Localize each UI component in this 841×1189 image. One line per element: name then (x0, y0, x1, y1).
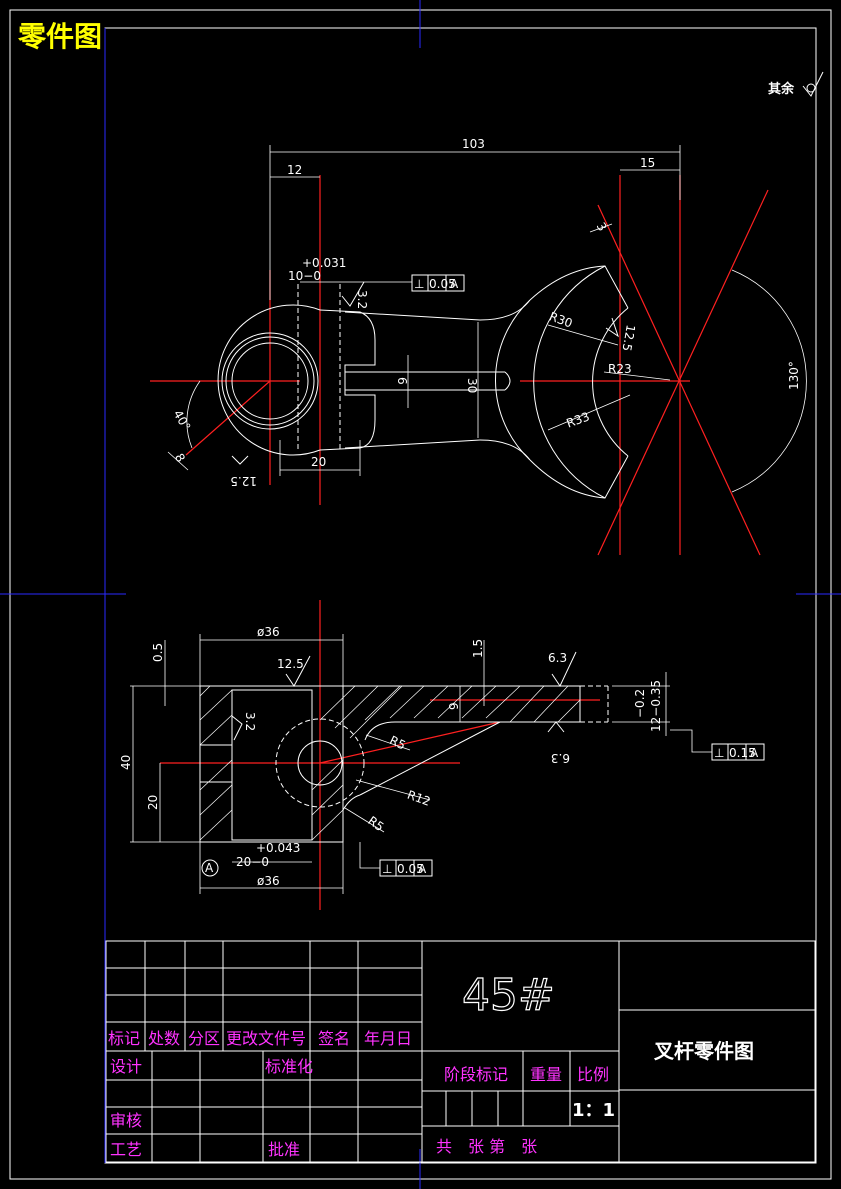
tol-side-b: 12−0.35 (649, 680, 663, 732)
hdr-ratio: 比例 (577, 1065, 609, 1084)
angle-130: 130° (787, 361, 801, 390)
rough-125-hub: 12.5 (230, 474, 257, 488)
roughness-note: 其余 (768, 81, 795, 97)
dim-12: 12 (287, 163, 302, 177)
gtol1-value: 0.15 (729, 746, 756, 760)
dim-30: 30 (465, 378, 479, 393)
dim-r30: R30 (547, 309, 574, 330)
rough-63-top: 6.3 (548, 651, 567, 665)
hdr-change-doc: 更改文件号 (226, 1029, 306, 1048)
hdr-sheets: 共 张 第 张 (436, 1137, 537, 1156)
gtol2-symbol: ⊥ (382, 862, 392, 876)
gtol1-symbol: ⊥ (714, 746, 724, 760)
gtol1-ref: A (750, 746, 759, 760)
page-title: 零件图 (18, 20, 102, 53)
hdr-zone: 分区 (188, 1029, 220, 1048)
tol-base-top: 10−0 (288, 269, 321, 283)
dim-6: 6 (395, 377, 409, 385)
scale-value: 1：1 (572, 1100, 615, 1121)
dim-r23: R23 (608, 362, 632, 376)
gtol-ref-top: A (450, 277, 459, 291)
gtol2-value: 0.05 (397, 862, 424, 876)
rough-32-bottom: 3.2 (243, 712, 257, 731)
gtol-value-top: 0.05 (429, 277, 456, 291)
rough-32-top: 3.2 (355, 290, 369, 309)
angle-40: 40° (171, 408, 194, 433)
dim-r12: R12 (405, 788, 432, 809)
dim-15: 15 (640, 156, 655, 170)
rough-125-fork: 12.5 (619, 324, 637, 353)
dim-20-top: 20 (311, 455, 326, 469)
material-label: 45# (462, 970, 555, 1021)
hdr-approve: 批准 (268, 1140, 300, 1159)
dim-r5-lower: R5 (365, 814, 386, 835)
tol-base-bottom: 20−0 (236, 855, 269, 869)
rough-125-bottom: 12.5 (277, 657, 304, 671)
dim-3: 3 (594, 220, 610, 234)
dim-r5-upper: R5 (387, 733, 407, 752)
gtol-symbol-top: ⊥ (414, 277, 424, 291)
dim-20-side: 20 (146, 795, 160, 810)
dim-05: 0.5 (151, 643, 165, 662)
dim-40: 40 (119, 755, 133, 770)
section-view: ø36 ø36 0.5 40 20 1.5 9 12.5 6.3 6.3 3.2… (119, 600, 765, 910)
roughness-symbol-icon (802, 71, 824, 97)
hdr-weight: 重量 (530, 1065, 562, 1084)
tol-side-a: −0.2 (633, 689, 647, 718)
hdr-stage: 阶段标记 (444, 1065, 508, 1084)
hdr-signature: 签名 (318, 1029, 350, 1048)
hdr-date: 年月日 (364, 1029, 412, 1048)
drawing-name: 叉杆零件图 (653, 1039, 754, 1063)
dim-phi36-bottom: ø36 (257, 874, 280, 888)
hdr-mark: 标记 (108, 1029, 140, 1048)
gtol2-ref: A (418, 862, 427, 876)
datum-a: A (205, 861, 214, 875)
hdr-count: 处数 (148, 1029, 180, 1048)
hdr-review: 审核 (110, 1111, 142, 1130)
hdr-process: 工艺 (110, 1140, 142, 1159)
title-block: 标记 处数 分区 更改文件号 签名 年月日 设计 标准化 审核 工艺 批准 阶段… (105, 940, 816, 1163)
hdr-standard: 标准化 (265, 1057, 313, 1076)
dim-103: 103 (462, 137, 485, 151)
tol-upper-bottom: +0.043 (256, 841, 300, 855)
hdr-design: 设计 (110, 1057, 142, 1076)
tol-upper-top: +0.031 (302, 256, 346, 270)
rough-63-bottom: 6.3 (551, 751, 570, 765)
dim-9: 9 (447, 702, 461, 710)
top-view: 103 12 15 +0.031 10−0 ⊥ 0.05 A 3.2 30 6 … (150, 137, 807, 556)
dim-15-bottom: 1.5 (471, 639, 485, 658)
dim-r33: R33 (564, 409, 591, 430)
dim-phi36-top: ø36 (257, 625, 280, 639)
